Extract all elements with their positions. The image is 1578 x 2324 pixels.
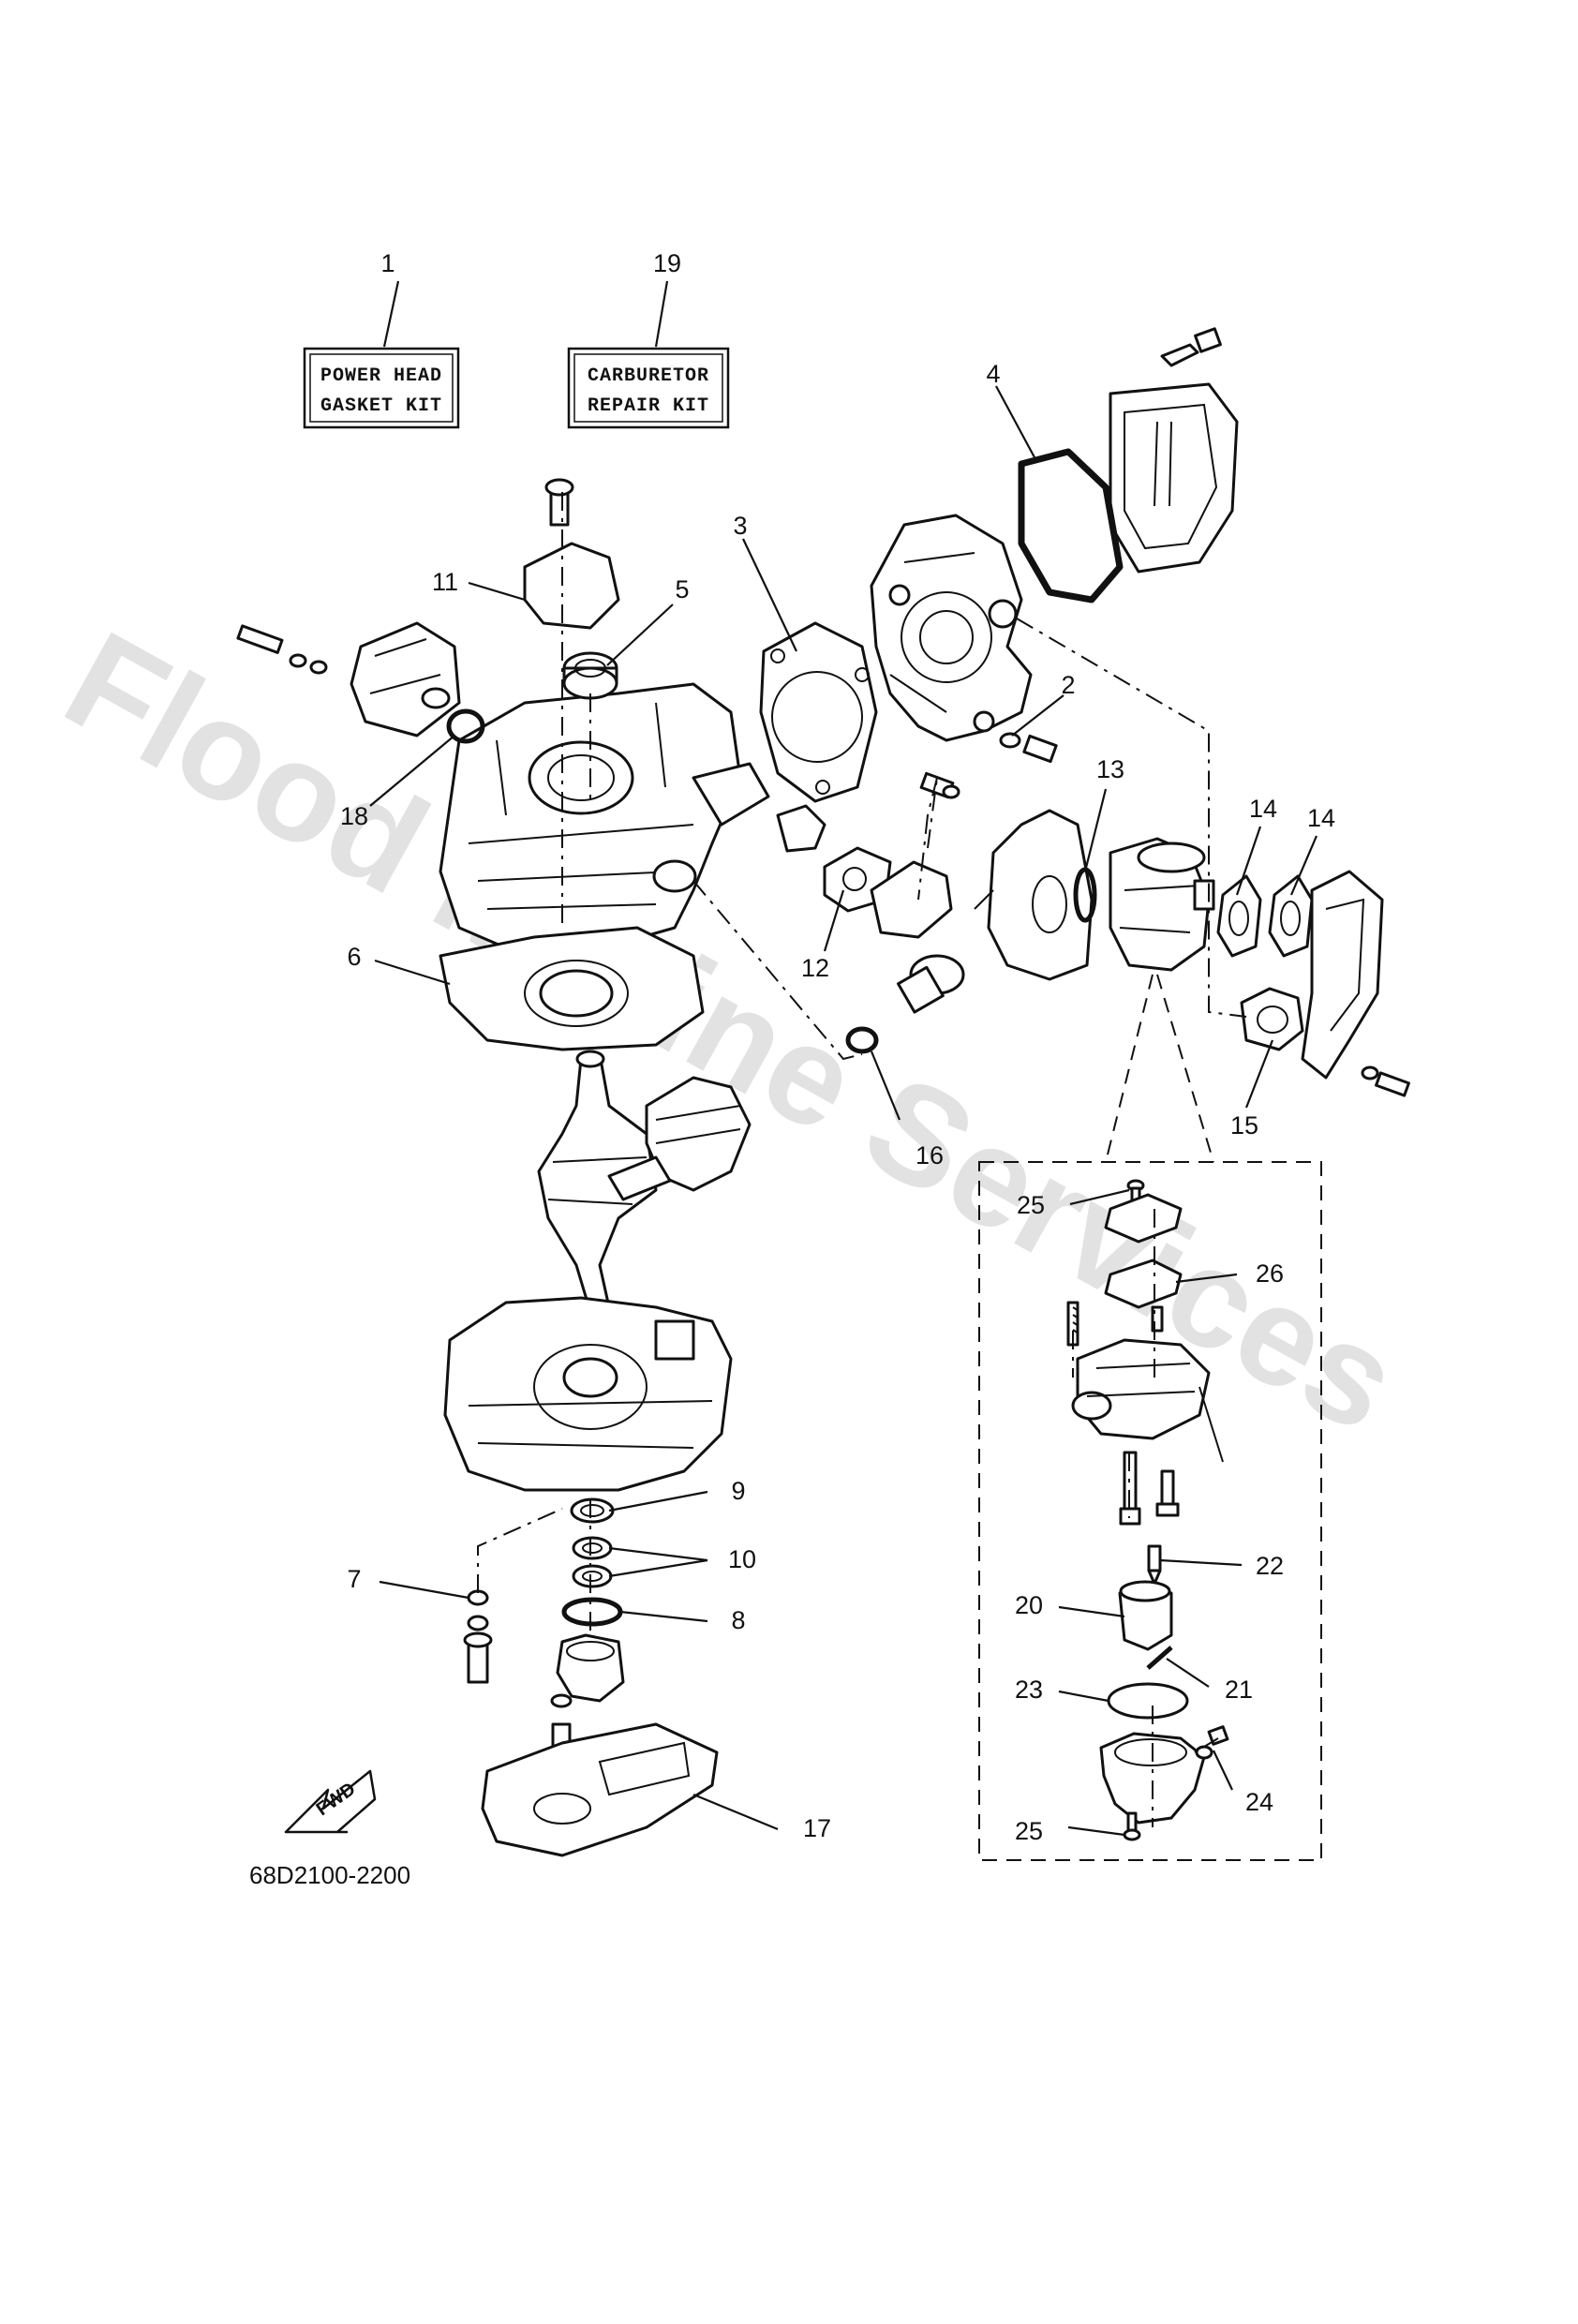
carb-bottom-screw [1123, 1811, 1141, 1841]
callout-8: 8 [731, 1606, 745, 1634]
callout-21: 21 [1225, 1676, 1253, 1704]
callout-17: 17 [803, 1814, 831, 1842]
callout-20: 20 [1015, 1591, 1043, 1619]
float-chamber [1099, 1732, 1206, 1825]
float-pin [1146, 1646, 1173, 1670]
intake-gasket-a [1216, 874, 1262, 958]
thermostat-cover [870, 771, 960, 939]
callout-10: 10 [728, 1545, 756, 1573]
crankcase-gasket [439, 926, 705, 1051]
carb-body-detail [1066, 1301, 1224, 1463]
cylinder-head-cover [1109, 327, 1239, 574]
callout-11: 11 [432, 568, 458, 596]
lower-oil-seal [570, 1497, 615, 1524]
svg-text:POWER HEAD: POWER HEAD [320, 365, 442, 387]
callout-14b: 14 [1307, 804, 1335, 832]
svg-text:GASKET KIT: GASKET KIT [320, 395, 442, 417]
callout-18: 18 [340, 802, 368, 830]
manifold-gasket [1240, 987, 1304, 1051]
carb-top-cover [1104, 1193, 1183, 1244]
drain-plug [897, 954, 965, 1014]
intake-silencer [974, 809, 1094, 981]
cylinder-block [439, 682, 770, 958]
fuel-pump [236, 621, 461, 737]
carb-float [1118, 1580, 1173, 1651]
bolt-washer [999, 732, 1058, 764]
callout-numbers: 2 3 4 5 6 7 8 9 10 11 12 13 14 14 15 16 … [340, 360, 1335, 1845]
needle-valve [1147, 1544, 1162, 1586]
callout-4: 4 [986, 360, 1000, 388]
kit-power-head-gasket: 1 POWER HEAD GASKET KIT [303, 249, 460, 429]
oil-seal-top [562, 651, 618, 700]
float-chamber-gasket [1107, 1682, 1189, 1720]
carb-diaphragm [1104, 1259, 1183, 1309]
washer-bolt-left [463, 1589, 493, 1684]
o-ring-fuel-pump [446, 708, 485, 744]
svg-text:REPAIR KIT: REPAIR KIT [588, 395, 709, 417]
callout-19: 19 [653, 249, 681, 277]
callout-16: 16 [916, 1141, 944, 1169]
callout-7: 7 [347, 1565, 361, 1593]
callout-14a: 14 [1249, 795, 1277, 823]
callout-3: 3 [733, 512, 747, 540]
intake-manifold [1301, 870, 1410, 1097]
leader-lines [369, 385, 1318, 1837]
callout-9: 9 [731, 1477, 745, 1505]
svg-text:CARBURETOR: CARBURETOR [588, 365, 709, 387]
o-ring-lower [561, 1597, 623, 1627]
oil-seal-pair [572, 1536, 613, 1588]
callout-22: 22 [1256, 1552, 1284, 1580]
fwd-arrow: FWD [284, 1769, 377, 1834]
diagram-part-code: 68D2100-2200 [249, 1861, 410, 1889]
cylinder-head-gasket [759, 621, 878, 803]
kit-carburetor-repair: 19 CARBURETOR REPAIR KIT [567, 249, 730, 429]
intake-gasket-b [1268, 874, 1314, 958]
piston-connecting-rod [607, 1076, 752, 1201]
callout-23: 23 [1015, 1676, 1043, 1704]
callout-5: 5 [675, 575, 689, 603]
callout-25a: 25 [1017, 1191, 1045, 1219]
callout-6: 6 [347, 943, 361, 971]
carburetor-detail-box [978, 1161, 1322, 1861]
cylinder-head [870, 514, 1033, 742]
callout-25b: 25 [1015, 1817, 1043, 1845]
callout-24: 24 [1245, 1788, 1273, 1816]
o-ring-drain [845, 1026, 879, 1054]
callout-26: 26 [1256, 1259, 1284, 1288]
top-bracket [523, 478, 620, 630]
callout-15: 15 [1230, 1111, 1258, 1140]
lower-crankcase [443, 1296, 733, 1492]
callout-1: 1 [380, 249, 394, 277]
carburetor-assembly [1109, 837, 1215, 972]
callout-2: 2 [1061, 671, 1075, 699]
callout-13: 13 [1096, 755, 1124, 783]
head-cover-gasket [1018, 448, 1124, 603]
exhaust-gasket [481, 1722, 719, 1857]
callout-12: 12 [801, 954, 829, 982]
